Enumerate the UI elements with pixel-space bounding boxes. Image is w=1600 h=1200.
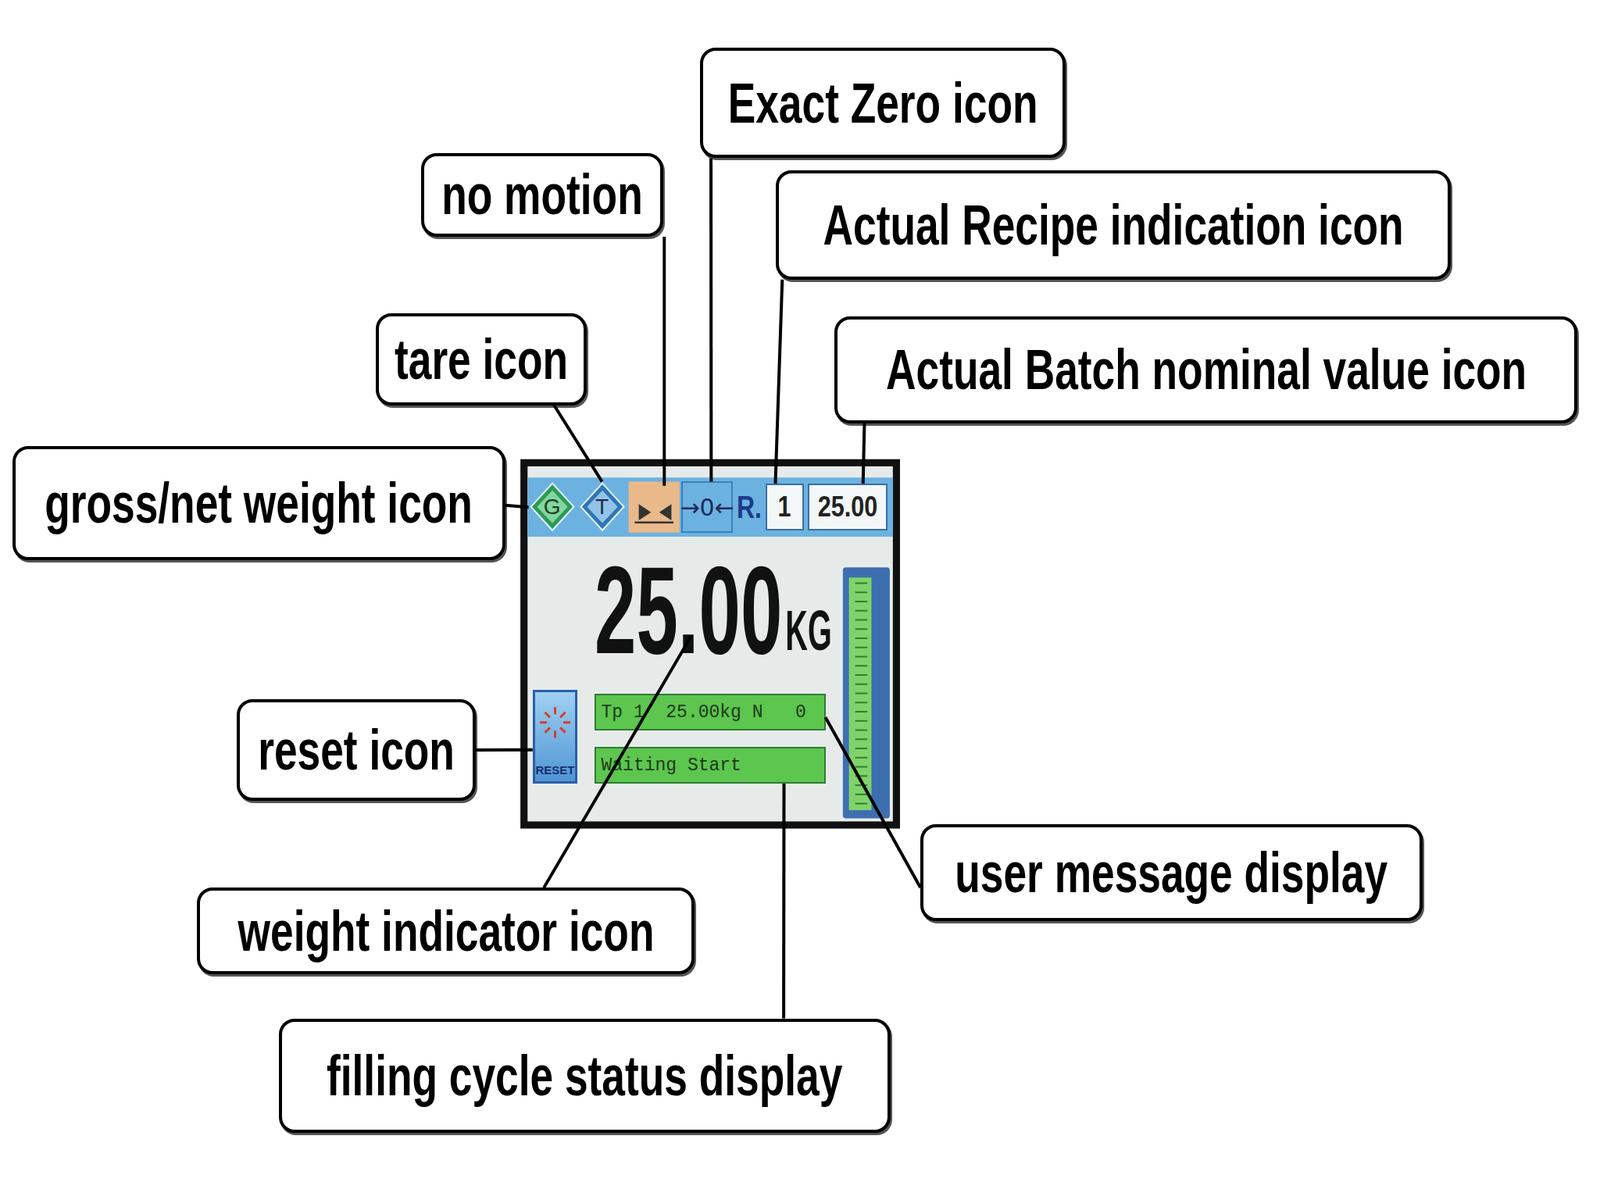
status-bar: Tp 1 25.00kg N 0 — [594, 693, 825, 731]
screen-text: RESET — [535, 763, 575, 777]
leader-line — [775, 279, 783, 484]
leader-line — [709, 157, 713, 482]
screen-face — [527, 466, 893, 822]
leader-line — [825, 717, 921, 888]
callout-box: no motion — [421, 153, 664, 237]
callout-text: filling cycle status display — [326, 1047, 843, 1104]
leader-line — [475, 748, 533, 752]
icon-band — [527, 477, 893, 537]
weight-value: 25.00 — [595, 547, 783, 673]
screen-text: Tp 1 25.00kg N 0 — [600, 702, 806, 723]
gross-net-icon: G — [528, 481, 576, 533]
callout-text: user message display — [955, 844, 1389, 901]
leader-line — [553, 405, 603, 483]
callout-box: Actual Batch nominal value icon — [834, 316, 1578, 424]
leader-line — [863, 423, 865, 484]
callout-text: gross/net weight icon — [44, 475, 473, 532]
weight-value-box: 25.00 — [596, 559, 781, 662]
screen-frame — [520, 459, 900, 829]
no-motion-symbol-base — [634, 521, 674, 524]
bar-graph-frame — [842, 567, 890, 818]
callout-box: Exact Zero icon — [700, 47, 1066, 158]
no-motion-cell — [628, 481, 680, 533]
callout-text: reset icon — [257, 721, 455, 779]
callout-text: weight indicator icon — [237, 903, 654, 960]
leader-line — [543, 636, 691, 888]
status-bar: Waiting Start — [594, 746, 825, 784]
callout-box: reset icon — [236, 699, 476, 802]
callout-text: Actual Batch nominal value icon — [885, 341, 1527, 398]
reset-spark — [539, 707, 571, 738]
value-cell: 25.00 — [807, 483, 888, 531]
no-motion-symbol — [639, 503, 672, 521]
screen-text: 25.00 — [817, 490, 879, 524]
recipe-prefix: R. — [734, 481, 764, 533]
callout-text: no motion — [441, 166, 643, 223]
callout-text: Exact Zero icon — [727, 75, 1038, 132]
screen-text: →0← — [679, 493, 734, 522]
callout-box: gross/net weight icon — [12, 446, 506, 561]
leader-line — [782, 783, 786, 1018]
callout-text: tare icon — [394, 331, 568, 388]
callout-box: Actual Recipe indication icon — [775, 170, 1452, 280]
callout-box: filling cycle status display — [278, 1018, 892, 1133]
weight-unit-box: KG — [780, 602, 837, 659]
tare-icon: T — [578, 481, 626, 533]
callout-box: weight indicator icon — [196, 887, 695, 975]
leader-line — [662, 236, 666, 486]
bar-graph-fill — [849, 577, 872, 811]
callout-box: tare icon — [375, 313, 587, 406]
value-cell: 1 — [765, 483, 805, 531]
leader-line — [505, 505, 529, 508]
weight-unit: KG — [785, 602, 832, 659]
screen-text: 1 — [778, 490, 792, 524]
callout-text: Actual Recipe indication icon — [822, 196, 1404, 254]
screen-text: G — [543, 494, 561, 520]
screen-text: Waiting Start — [600, 755, 741, 776]
screen-text: T — [595, 494, 609, 520]
callout-box: user message display — [920, 824, 1423, 922]
exact-zero-icon: →0← — [681, 481, 733, 533]
screen-text: R. — [736, 489, 762, 525]
